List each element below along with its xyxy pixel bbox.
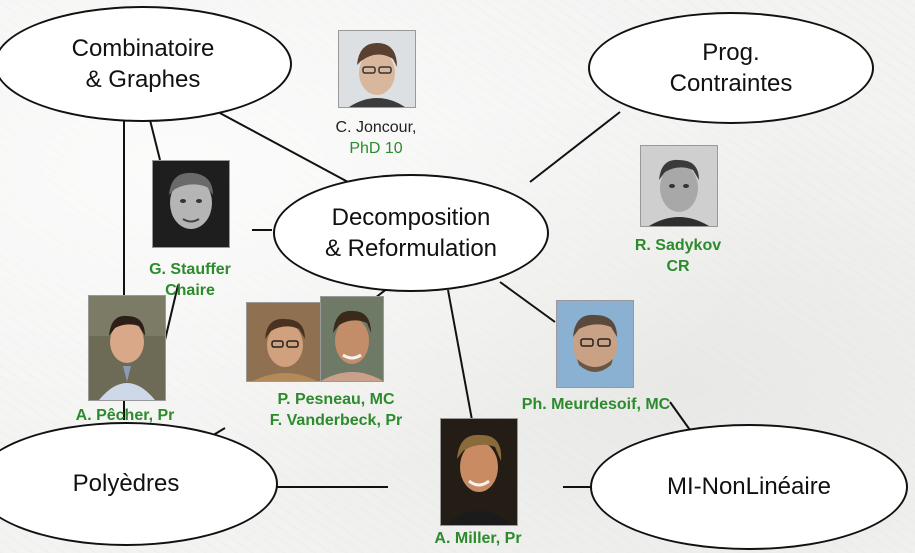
stauffer-line1: G. Stauffer: [149, 261, 231, 278]
edge-stauffer-pecher: [164, 284, 179, 341]
photo-stauffer: [152, 160, 230, 248]
photo-vanderbeck: [320, 296, 384, 382]
joncour-name: C. Joncour,: [335, 119, 417, 136]
node-combinatoire-label: Combinatoire & Graphes: [71, 34, 215, 93]
stauffer-line2: Chaire: [165, 281, 215, 299]
photo-miller: [440, 418, 518, 526]
label-joncour: C. Joncour, PhD 10: [316, 118, 436, 160]
pesneau-line: P. Pesneau, MC: [277, 391, 395, 408]
photo-joncour: [338, 30, 416, 108]
node-decomposition-label: Decomposition & Reformulation: [324, 203, 498, 262]
node-polyedres-label: Polyèdres: [72, 470, 180, 498]
node-prog-contraintes: Prog. Contraintes: [588, 12, 874, 124]
node-prog-label: Prog. Contraintes: [669, 38, 793, 97]
node-mi-nonlineaire: MI-NonLinéaire: [590, 424, 908, 550]
photo-pesneau: [246, 302, 324, 382]
edge-decomposition-miller: [447, 289, 473, 421]
sadykov-line2: CR: [666, 257, 690, 275]
photo-pecher: [88, 295, 166, 401]
joncour-role: PhD 10: [349, 139, 403, 157]
meurdesoif-name: Ph. Meurdesoif, MC: [521, 396, 671, 413]
edge-meurdesoif-minonlineaire: [669, 401, 691, 431]
label-miller: A. Miller, Pr: [418, 529, 538, 550]
label-pesneau-vanderbeck: P. Pesneau, MC F. Vanderbeck, Pr: [236, 390, 436, 432]
sadykov-line1: R. Sadykov: [634, 237, 722, 254]
node-combinatoire: Combinatoire & Graphes: [0, 6, 292, 122]
vanderbeck-line: F. Vanderbeck, Pr: [269, 411, 403, 429]
pecher-name: A. Pêcher, Pr: [75, 407, 175, 424]
miller-name: A. Miller, Pr: [434, 530, 522, 547]
label-stauffer: G. Stauffer Chaire: [120, 260, 260, 302]
node-polyedres: Polyèdres: [0, 422, 278, 546]
edge-prog-decomposition: [529, 111, 621, 183]
photo-meurdesoif: [556, 300, 634, 388]
label-sadykov: R. Sadykov CR: [610, 236, 746, 278]
photo-sadykov: [640, 145, 718, 227]
label-pecher: A. Pêcher, Pr: [48, 406, 202, 427]
label-meurdesoif: Ph. Meurdesoif, MC: [486, 395, 706, 416]
edge-combinatoire-decomposition: [217, 111, 349, 183]
edge-decomposition-minonlineaire: [499, 281, 556, 323]
node-decomposition: Decomposition & Reformulation: [273, 174, 549, 292]
edge-combinatoire-stauffer: [149, 119, 161, 161]
node-minonlineaire-label: MI-NonLinéaire: [666, 473, 832, 501]
